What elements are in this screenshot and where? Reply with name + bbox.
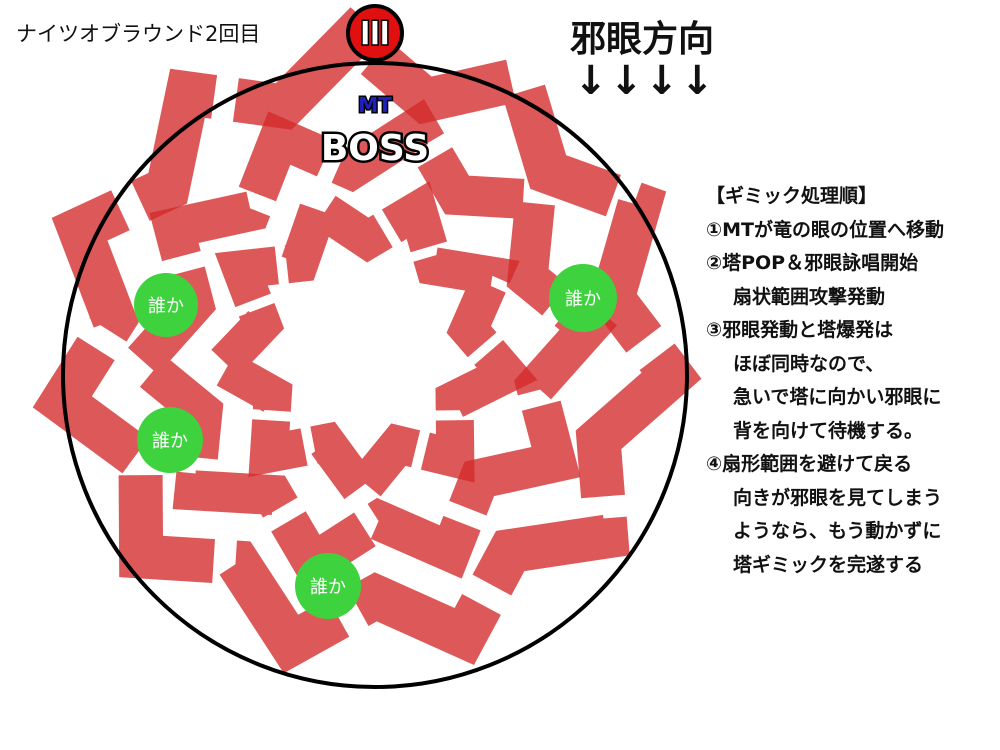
waymark-symbol: Ⅲ (359, 14, 391, 54)
boss-marker: Ⅲ (346, 4, 404, 62)
page-title: ナイツオブラウンド2回目 (16, 22, 261, 46)
player-marker: 誰か (134, 273, 198, 337)
aoe-ring (32, 7, 702, 674)
player-label: 誰か (148, 296, 184, 317)
step-line: 扇状範囲攻撃発動 (733, 285, 886, 308)
waymark-icon (346, 4, 404, 62)
step-line: ほぼ同時なので、 (733, 352, 885, 375)
aoe-ring (112, 99, 618, 591)
arena-boundary (61, 61, 689, 689)
player-circle (549, 264, 617, 332)
gaze-direction-arrows: ↓↓↓↓ (574, 58, 717, 104)
player-circle (295, 553, 361, 619)
steps-header: 【ギミック処理順】 (706, 185, 878, 207)
step-line: 背を向けて待機する。 (733, 419, 924, 442)
player-marker: 誰か (549, 264, 617, 332)
player-label: 誰か (565, 289, 601, 310)
gaze-direction-label: 邪眼方向 (570, 19, 715, 60)
mechanic-steps: 【ギミック処理順】 ①MTが竜の眼の位置へ移動 ②塔POP＆邪眼詠唱開始 扇状範… (706, 180, 996, 582)
player-circle (134, 273, 198, 337)
step-line: ようなら、もう動かずに (733, 520, 942, 542)
step-line: ④扇形範囲を避けて戻る (706, 453, 913, 475)
aoe-layer (32, 7, 702, 674)
players: 誰か 誰か 誰か 誰か (134, 264, 617, 619)
player-circle (137, 407, 203, 473)
aoe-ring (190, 178, 538, 522)
step-line: ③邪眼発動と塔爆発は (706, 319, 894, 341)
player-marker: 誰か (137, 407, 203, 473)
boss-label: BOSS (321, 128, 429, 169)
step-line: 急いで塔に向かい邪眼に (733, 386, 942, 408)
step-line: 向きが邪眼を見てしまう (733, 486, 943, 509)
player-marker: 誰か (295, 553, 361, 619)
step-line: ②塔POP＆邪眼詠唱開始 (706, 252, 919, 274)
step-line: 塔ギミックを完遂する (733, 553, 924, 576)
player-label: 誰か (310, 577, 346, 598)
tank-label: MT (358, 93, 392, 117)
player-label: 誰か (152, 431, 188, 452)
step-line: ①MTが竜の眼の位置へ移動 (706, 218, 944, 241)
